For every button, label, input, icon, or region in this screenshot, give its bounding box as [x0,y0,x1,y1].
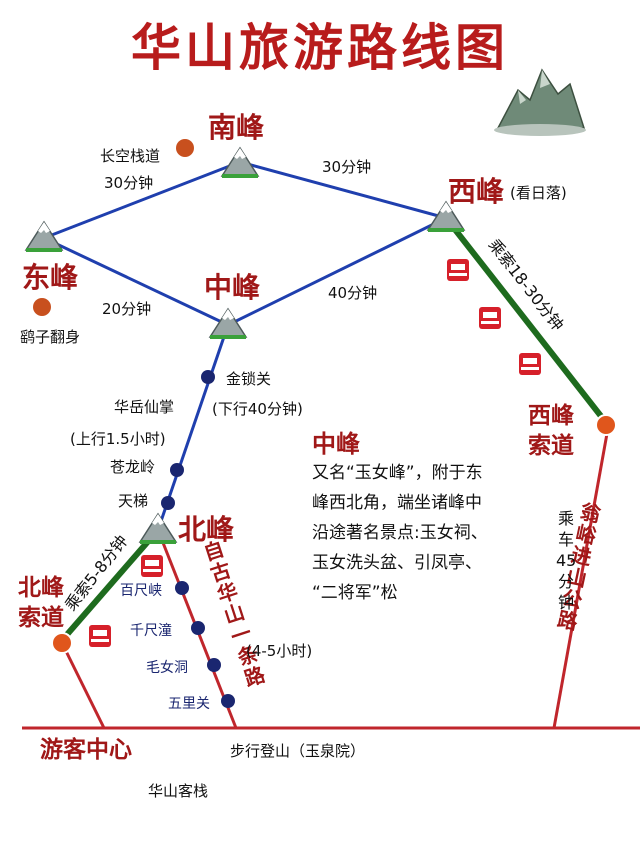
cable-cars [89,259,541,647]
visitor-center-label: 游客中心 [40,737,132,763]
blue-routes [43,160,447,531]
time-south-west: 30分钟 [322,158,372,176]
poi-yaozi-label: 鹞子翻身 [20,328,81,346]
peak-middle-label: 中峰 [204,271,261,304]
cableways [61,216,607,640]
peak-icons [24,146,466,544]
route-east-middle [43,236,229,327]
poi-yaozi-dot [33,298,51,316]
stop-tianti-label: 天梯 [118,492,149,510]
west-station-line2: 索道 [528,433,574,459]
up-time-label: (上行1.5小时) [70,430,166,448]
stops-blue [161,370,215,510]
stop-baichi-label: 百尺峡 [120,583,162,599]
info-heading: 中峰 [312,430,360,458]
time-south-east: 30分钟 [104,174,154,192]
peak-south-label: 南峰 [208,111,265,144]
down-time-label: (下行40分钟) [212,400,303,418]
poi-changkong-dot [176,139,194,157]
road-west-station [552,427,610,729]
peak-west-note: (看日落) [510,184,567,202]
time-east-middle: 20分钟 [102,300,152,318]
stop-maonv-label: 毛女洞 [146,660,188,676]
stop-jinsuoguan [201,370,215,384]
stop-canglong [170,463,184,477]
cable-car-icon [519,353,541,375]
route-south-east [43,160,241,240]
station-west-dot [595,414,617,436]
stops-blue-lower [175,581,235,708]
trail-time-label: (4-5小时) [246,642,313,660]
stop-jinsuoguan-label: 金锁关 [226,370,272,388]
stop-wuli-label: 五里关 [168,696,210,712]
stop-baichi [175,581,189,595]
info-line: 峰西北角，端坐诸峰中 [312,493,482,513]
inn-label: 华山客栈 [148,782,209,800]
mountain-icon [220,146,260,178]
stop-maonv [207,658,221,672]
info-text: 又名“玉女峰”，附于东 峰西北角，端坐诸峰中 沿途著名景点:玉女祠、 玉女洗头盆… [312,458,532,608]
mountain-illustration-icon [494,68,586,136]
route-south-west [239,160,447,220]
mountain-icon [24,220,64,252]
walk-label: 步行登山（玉泉院） [230,742,366,760]
cable-north [61,528,161,640]
west-station-line1: 西峰 [528,403,574,429]
huayue-label: 华岳仙掌 [114,398,175,416]
info-line: 沿途著名景点:玉女祠、 [312,523,488,543]
north-station-line2: 索道 [18,605,64,631]
stop-qianchi [191,621,205,635]
north-station-line1: 北峰 [18,575,64,601]
info-line: “二将军”松 [312,583,398,603]
mountain-icon [208,307,248,339]
cable-car-icon [479,307,501,329]
stop-wuli [221,694,235,708]
peak-north-label: 北峰 [178,513,235,546]
stop-qianchi-label: 千尺潼 [130,623,172,639]
peak-west-label: 西峰 [448,175,505,208]
page-title: 华山旅游路线图 [131,18,509,77]
stop-canglong-label: 苍龙岭 [110,458,156,476]
cable-car-icon [89,625,111,647]
info-line: 玉女洗头盆、引凤亭、 [312,553,482,573]
mountain-icon [426,200,466,232]
cable-car-icon [447,259,469,281]
cable-west [443,216,607,422]
mountain-icon [138,512,178,544]
poi-changkong-label: 长空栈道 [100,147,161,165]
station-north-dot [51,632,73,654]
route-middle-north [156,324,230,531]
cable-car-icon [141,555,163,577]
route-middle-west [227,216,447,327]
info-line: 又名“玉女峰”，附于东 [312,463,483,483]
peak-east-label: 东峰 [22,261,79,294]
time-middle-west: 40分钟 [328,284,378,302]
stop-tianti [161,496,175,510]
trail-north-station [60,642,106,729]
